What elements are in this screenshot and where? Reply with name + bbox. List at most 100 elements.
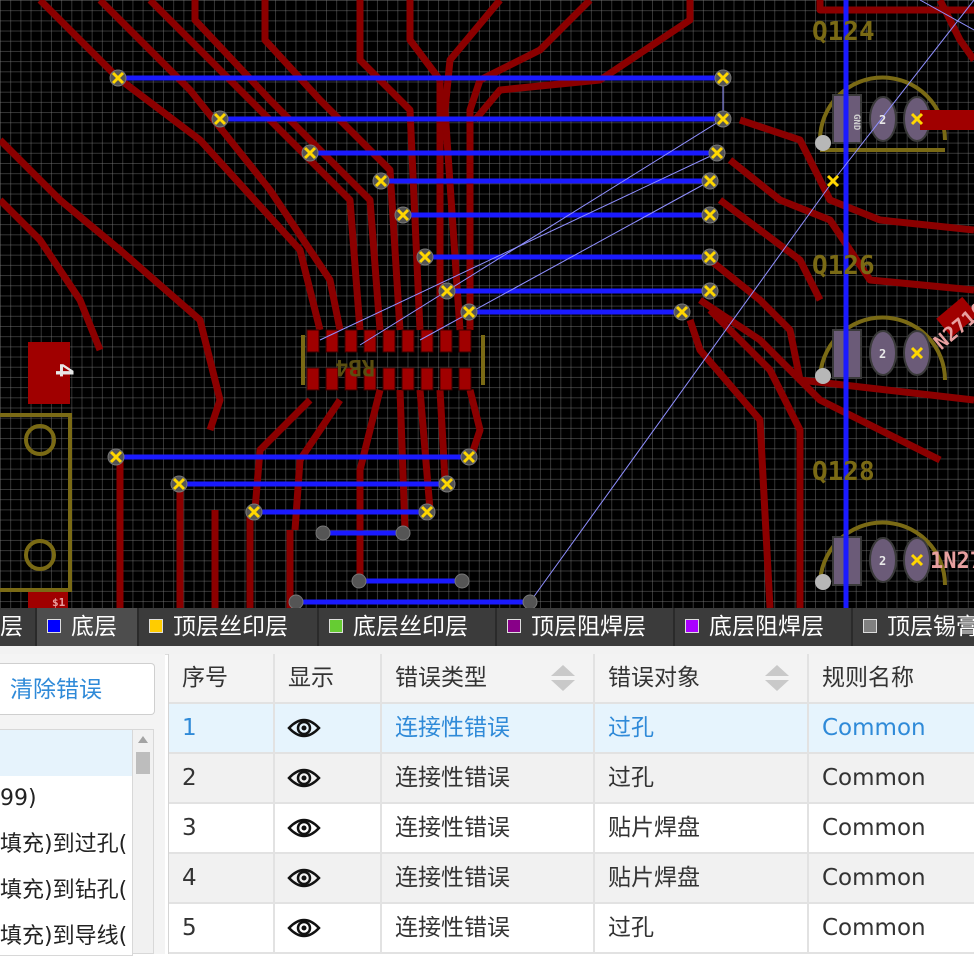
cell-rule-name: Common: [822, 815, 926, 841]
small-label: $1: [52, 596, 66, 608]
layer-tabs-bar: 层 底层 顶层丝印层 底层丝印层 顶层阻焊层 底层阻焊层 顶层锡膏: [0, 608, 974, 646]
cell-index: 2: [169, 754, 275, 802]
drc-error-marker[interactable]: [910, 346, 924, 360]
rule-list-item[interactable]: 99): [0, 786, 37, 811]
scrollbar-thumb[interactable]: [136, 752, 150, 774]
pcb-canvas[interactable]: Q124 Q126 Q128 RB4 4 N2710 1N27 $1 GND 2…: [0, 0, 974, 608]
pcb-drawing: Q124 Q126 Q128 RB4 4 N2710 1N27 $1 GND 2…: [0, 0, 974, 608]
header-show[interactable]: 显示: [275, 654, 382, 702]
cell-error-type: 连接性错误: [382, 704, 595, 752]
drc-error-marker[interactable]: [675, 305, 689, 319]
cell-visibility[interactable]: [275, 904, 382, 952]
drc-left-panel: 清除错误 99) 填充)到过孔( 填充)到钻孔( 填充)到导线(: [0, 654, 165, 956]
drc-error-marker[interactable]: [703, 250, 717, 264]
rule-list-item[interactable]: 填充)到过孔(: [0, 832, 128, 857]
layer-tab-top-silk[interactable]: 顶层丝印层: [139, 608, 319, 646]
scroll-up-arrow-icon[interactable]: [138, 736, 148, 743]
eye-icon[interactable]: [287, 716, 321, 740]
cell-visibility[interactable]: [275, 704, 382, 752]
header-error-object[interactable]: 错误对象: [595, 654, 809, 702]
layer-tab-top-paste[interactable]: 顶层锡膏: [853, 608, 974, 646]
pad-number-2: 2: [879, 113, 886, 127]
drc-error-marker[interactable]: [172, 477, 186, 491]
silkscreen-outlines: [0, 75, 947, 592]
cell-index: 4: [169, 854, 275, 902]
drc-error-marker[interactable]: [247, 505, 261, 519]
drc-error-marker[interactable]: [710, 146, 724, 160]
sort-icon[interactable]: [765, 665, 789, 691]
layer-color-swatch: [685, 618, 699, 633]
drc-error-marker[interactable]: [109, 450, 123, 464]
cell-visibility[interactable]: [275, 804, 382, 852]
drc-error-marker[interactable]: [420, 505, 434, 519]
header-rule-name[interactable]: 规则名称: [822, 665, 914, 691]
table-header: 序号 显示 错误类型 错误对象 规则名称: [169, 654, 974, 704]
cell-error-type: 连接性错误: [382, 804, 595, 852]
designator-q124: Q124: [812, 17, 875, 47]
cell-rule-name: Common: [822, 765, 926, 791]
designator-rb4: RB4: [335, 354, 375, 379]
layer-tab-partial[interactable]: 层: [0, 608, 37, 646]
rule-list-item[interactable]: [0, 730, 132, 776]
cell-rule-name: Common: [822, 865, 926, 891]
drc-error-marker[interactable]: [303, 146, 317, 160]
clear-errors-button[interactable]: 清除错误: [0, 663, 155, 715]
layer-label: 顶层锡膏: [887, 614, 974, 640]
layer-tab-bottom[interactable]: 底层: [37, 608, 139, 646]
drc-error-marker[interactable]: [440, 477, 454, 491]
layer-color-swatch: [863, 618, 877, 633]
drc-error-marker[interactable]: [703, 208, 717, 222]
drc-error-marker[interactable]: [213, 112, 227, 126]
drc-error-marker[interactable]: [462, 305, 476, 319]
cell-visibility[interactable]: [275, 754, 382, 802]
layer-label: 顶层阻焊层: [531, 614, 646, 640]
drc-error-marker[interactable]: [418, 250, 432, 264]
drc-error-marker[interactable]: [826, 174, 840, 188]
drc-error-marker[interactable]: [910, 553, 924, 567]
rule-list-scrollbar[interactable]: [132, 729, 154, 954]
rule-list-item[interactable]: 填充)到导线(: [0, 924, 128, 949]
sort-icon[interactable]: [551, 665, 575, 691]
resistor-array-pads: [306, 329, 472, 391]
layer-tab-top-mask[interactable]: 顶层阻焊层: [497, 608, 675, 646]
rule-list: 99) 填充)到过孔( 填充)到钻孔( 填充)到导线(: [0, 729, 133, 956]
eye-icon[interactable]: [287, 866, 321, 890]
layer-tab-bottom-silk[interactable]: 底层丝印层: [319, 608, 497, 646]
header-index[interactable]: 序号: [169, 654, 275, 702]
drc-error-marker[interactable]: [462, 450, 476, 464]
drc-error-marker[interactable]: [716, 71, 730, 85]
layer-label: 顶层丝印层: [173, 614, 288, 640]
drc-error-marker[interactable]: [910, 112, 924, 126]
designator-q126: Q126: [812, 251, 875, 281]
layer-color-swatch: [329, 618, 343, 633]
drc-error-marker[interactable]: [703, 174, 717, 188]
eye-icon[interactable]: [287, 816, 321, 840]
layer-label: 底层: [71, 614, 117, 640]
cell-index: 1: [169, 704, 275, 752]
pad-number-2c: 2: [879, 554, 886, 568]
drc-error-marker[interactable]: [396, 208, 410, 222]
eye-icon[interactable]: [287, 766, 321, 790]
cell-index: 5: [169, 904, 275, 952]
cell-error-object: 贴片焊盘: [595, 854, 809, 902]
drc-error-marker[interactable]: [703, 284, 717, 298]
drc-error-marker[interactable]: [440, 284, 454, 298]
cell-visibility[interactable]: [275, 854, 382, 902]
designator-q128: Q128: [812, 457, 875, 487]
eye-icon[interactable]: [287, 916, 321, 940]
drc-error-marker[interactable]: [111, 71, 125, 85]
drc-error-marker[interactable]: [374, 174, 388, 188]
cell-error-type: 连接性错误: [382, 904, 595, 952]
pad-label-4: 4: [50, 363, 78, 377]
error-markers: [107, 69, 924, 608]
rule-list-item[interactable]: 填充)到钻孔(: [0, 878, 128, 903]
drc-error-marker[interactable]: [716, 112, 730, 126]
header-error-type[interactable]: 错误类型: [382, 654, 595, 702]
layer-tab-bottom-mask[interactable]: 底层阻焊层: [675, 608, 853, 646]
